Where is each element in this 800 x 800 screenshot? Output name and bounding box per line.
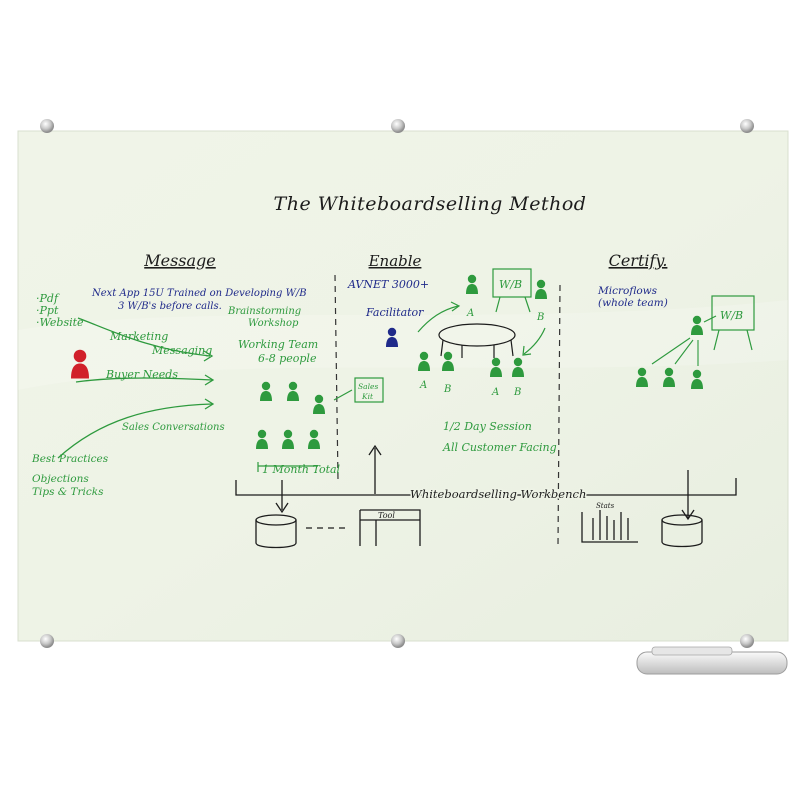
month-total-label: 1 Month Total (262, 463, 341, 476)
board-title: The Whiteboardselling Method (274, 193, 587, 215)
brainstorming-line2: Workshop (248, 318, 299, 329)
microflows-line1: Microflows (597, 285, 658, 297)
enable-label-a1: A (419, 380, 427, 391)
enable-flipchart-label: W/B (499, 278, 522, 291)
mounting-studs (40, 119, 754, 648)
brainstorming-line1: Brainstorming (227, 306, 301, 317)
working-team-line2: 6-8 people (258, 352, 317, 365)
pdf-label: ·Pdf (36, 292, 60, 305)
meeting-table (438, 323, 516, 358)
sales-kit-box: Sales Kit (333, 377, 384, 403)
marker-tray (636, 646, 788, 675)
certify-column: Microflows (whole team) W/B (597, 285, 755, 389)
next-app-line1: Next App 15U Trained on Developing W/B (91, 288, 307, 299)
objections-label: Objections (32, 473, 89, 485)
glass-board (17, 130, 789, 642)
message-column: ·Pdf ·Ppt ·Website Next App 15U Trained … (31, 288, 384, 498)
tool-label: Tool (378, 511, 395, 520)
enable-label-b-top: B (536, 312, 544, 323)
section-certify-heading: Certify. (609, 251, 668, 270)
avnet-label: AVNET 3000+ (347, 278, 429, 291)
sales-conversations-label: Sales Conversations (122, 422, 225, 433)
website-label: ·Website (36, 316, 84, 329)
enable-column: AVNET 3000+ Facilitator W/B A B A B A B (347, 268, 557, 454)
sales-kit-line1: Sales (358, 382, 378, 391)
enable-flipchart (492, 268, 532, 313)
section-message-heading: Message (143, 251, 216, 270)
enable-label-b1: B (443, 384, 451, 395)
workbench-diagram (235, 444, 737, 549)
microflows-line2: (whole team) (598, 297, 668, 309)
messaging-label: Messaging (151, 344, 212, 357)
sales-kit-line2: Kit (361, 392, 374, 401)
workbench-label: Whiteboardselling Workbench (410, 487, 586, 501)
section-dividers (334, 274, 561, 546)
marketing-label: Marketing (109, 330, 168, 343)
ppt-label: ·Ppt (36, 304, 59, 317)
all-customer-facing-label: All Customer Facing (442, 441, 557, 454)
working-team-line1: Working Team (238, 338, 318, 351)
half-day-session-label: 1/2 Day Session (443, 420, 532, 433)
tips-tricks-label: Tips & Tricks (32, 486, 104, 498)
certify-flipchart (703, 295, 755, 351)
enable-label-b2: B (513, 387, 521, 398)
best-practices-label: Best Practices (31, 453, 109, 465)
stats-label: Stats (596, 502, 615, 510)
facilitator-label: Facilitator (365, 306, 424, 319)
enable-label-a-top: A (466, 308, 474, 319)
next-app-line2: 3 W/B's before calls. (118, 301, 222, 312)
section-enable-heading: Enable (368, 252, 422, 270)
enable-label-a2: A (491, 387, 499, 398)
certify-flipchart-label: W/B (720, 309, 743, 322)
